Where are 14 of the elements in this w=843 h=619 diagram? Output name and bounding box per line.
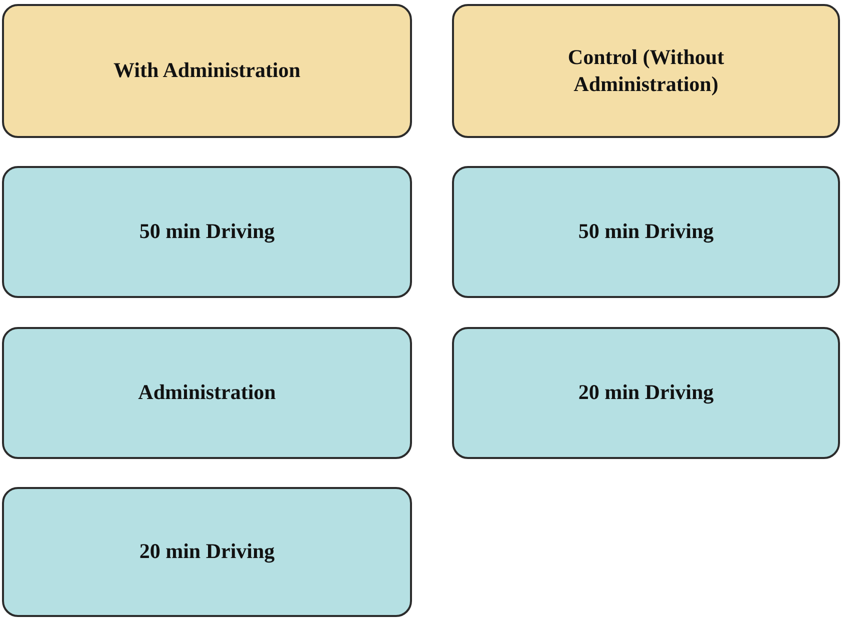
group-header-box [2,4,412,138]
box-label: Administration [138,379,276,406]
step-box [2,487,412,617]
box-label: With Administration [114,57,300,84]
box-label: 50 min Driving [139,218,275,246]
step-box [2,166,412,298]
box-label: 20 min Driving [578,379,714,406]
step-box [452,327,840,459]
step-box [452,166,840,298]
box-label: Control (Without Administration) [566,44,726,98]
step-box [2,327,412,459]
box-label: 20 min Driving [139,538,275,566]
group-header-box [452,4,840,138]
box-label: 50 min Driving [578,218,714,246]
